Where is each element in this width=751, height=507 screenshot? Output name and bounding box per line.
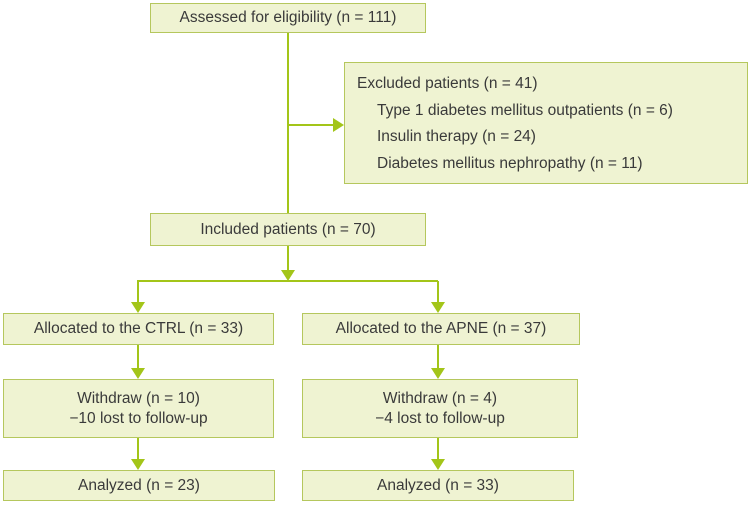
connector-split-to-allocated-ctrl-line	[137, 281, 139, 303]
withdraw-ctrl-line2: −10 lost to follow-up	[69, 409, 208, 427]
arrowhead-down-icon	[131, 302, 145, 313]
included-box: Included patients (n = 70)	[150, 213, 426, 246]
assessed-box: Assessed for eligibility (n = 111)	[150, 3, 426, 33]
connector-split-to-allocated-apne-line	[437, 281, 439, 303]
allocated-apne-label: Allocated to the APNE (n = 37)	[335, 320, 547, 338]
connector-withdraw-to-analyzed-apne-line	[437, 438, 439, 460]
withdraw-apne-box: Withdraw (n = 4) −4 lost to follow-up	[302, 379, 578, 438]
connector-allocated-to-withdraw-ctrl-line	[137, 345, 139, 369]
excluded-title: Excluded patients (n = 41)	[357, 75, 538, 92]
excluded-item: Type 1 diabetes mellitus outpatients (n …	[377, 101, 673, 119]
arrowhead-down-icon	[431, 459, 445, 470]
withdraw-ctrl-line1: Withdraw (n = 10)	[77, 390, 200, 408]
allocated-ctrl-label: Allocated to the CTRL (n = 33)	[33, 320, 244, 338]
excluded-box: Excluded patients (n = 41) Type 1 diabet…	[344, 62, 748, 184]
included-label: Included patients (n = 70)	[200, 220, 376, 238]
arrowhead-down-icon	[281, 270, 295, 281]
connector-split-horizontal-line	[137, 280, 438, 282]
arrowhead-down-icon	[431, 302, 445, 313]
analyzed-apne-box: Analyzed (n = 33)	[302, 470, 574, 501]
analyzed-ctrl-box: Analyzed (n = 23)	[3, 470, 275, 501]
connector-branch-to-excluded-line	[288, 124, 334, 126]
connector-allocated-to-withdraw-apne-line	[437, 345, 439, 369]
assessed-label: Assessed for eligibility (n = 111)	[179, 9, 397, 27]
excluded-item: Diabetes mellitus nephropathy (n = 11)	[377, 154, 643, 172]
connector-included-to-split-line	[287, 246, 289, 271]
analyzed-apne-label: Analyzed (n = 33)	[377, 476, 499, 494]
arrowhead-right-icon	[333, 118, 344, 132]
arrowhead-down-icon	[131, 368, 145, 379]
analyzed-ctrl-label: Analyzed (n = 23)	[78, 476, 200, 494]
connector-withdraw-to-analyzed-ctrl-line	[137, 438, 139, 460]
excluded-item: Insulin therapy (n = 24)	[377, 128, 536, 145]
withdraw-apne-line1: Withdraw (n = 4)	[382, 390, 498, 408]
allocated-apne-box: Allocated to the APNE (n = 37)	[302, 313, 580, 345]
connector-assessed-to-included-line	[287, 33, 289, 213]
arrowhead-down-icon	[431, 368, 445, 379]
arrowhead-down-icon	[131, 459, 145, 470]
withdraw-apne-line2: −4 lost to follow-up	[375, 409, 505, 427]
withdraw-ctrl-box: Withdraw (n = 10) −10 lost to follow-up	[3, 379, 274, 438]
allocated-ctrl-box: Allocated to the CTRL (n = 33)	[3, 313, 274, 345]
